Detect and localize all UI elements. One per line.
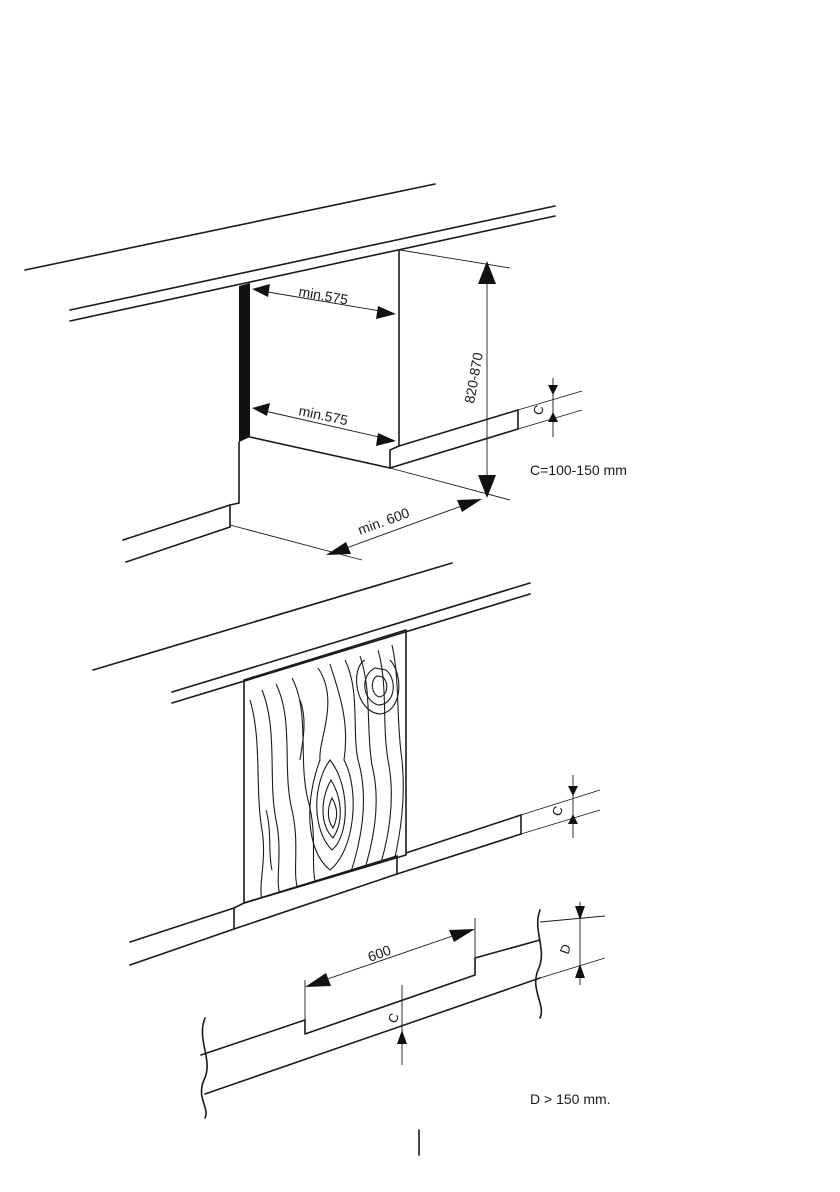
left-cabinet-bottom (230, 503, 239, 505)
dim-depth-arrow-right (457, 499, 482, 512)
ext-line-height-top (400, 250, 510, 268)
plinth2-right-upper (406, 815, 521, 853)
dim-depth-arrow-left (326, 542, 351, 555)
plinth-right-upper (399, 410, 518, 446)
label-d-formula: D > 150 mm. (530, 1091, 611, 1107)
label-c-top: C (530, 403, 547, 417)
label-d: D (557, 942, 574, 956)
dim-width-bottom-arrow-left (252, 403, 270, 416)
door-panel-diagram: C (93, 563, 600, 965)
dim-width-top-arrow-left (252, 284, 270, 297)
break-line-left (201, 1018, 207, 1118)
plinth-cutout-diagram: 600 C D D > 150 mm. (201, 902, 611, 1118)
ext-line-c-upper (518, 391, 582, 410)
ext-line-depth-left (230, 525, 362, 560)
label-600: 600 (366, 942, 394, 965)
worktop-front-edge-lower (70, 216, 555, 321)
plinth2-mid-top (234, 903, 244, 908)
dim-height-arrow-top (478, 261, 496, 284)
left-cabinet-panel (239, 283, 250, 442)
dim-c-top-arrow-down (548, 412, 558, 422)
dim-width-bottom-arrow-right (376, 433, 396, 446)
plinth2-left-upper (130, 908, 234, 942)
plinth-left-upper (123, 505, 230, 540)
dim-d-arrow-down (575, 964, 585, 978)
plinth-left-lower (126, 527, 230, 562)
dim-c-bottom-arrow (397, 1030, 407, 1044)
label-depth: min. 600 (356, 504, 412, 537)
dim-width-top-arrow-right (376, 306, 396, 319)
ext3-d-upper (540, 916, 605, 922)
label-width-top: min.575 (297, 283, 349, 307)
plinth2-right-lower (397, 834, 521, 874)
recess-floor (250, 437, 390, 468)
dim-600-arrow-left (305, 973, 331, 987)
plinth2-left-lower (130, 929, 234, 965)
dim-600-arrow-right (449, 929, 475, 942)
ext3-d-lower (540, 958, 605, 978)
label-c-mid: C (549, 804, 566, 818)
dim-height-arrow-bottom (478, 475, 496, 498)
worktop2-back-edge (93, 563, 452, 670)
label-c-bottom: C (385, 1011, 402, 1025)
recess-diagram: min.575 min.575 820-870 min. 600 C C=100… (25, 184, 627, 562)
dim-c-top-arrow-up (548, 385, 558, 395)
worktop2-front-lower (172, 594, 530, 703)
plinth-right-lower (390, 429, 518, 468)
label-c-formula: C=100-150 mm (530, 462, 627, 478)
break-line-right (536, 910, 542, 1018)
recess-floor-right (390, 446, 399, 450)
plinth2-mid-top-edge (244, 856, 397, 903)
dim-c-mid-arrow-up (568, 786, 578, 796)
label-height: 820-870 (461, 351, 486, 405)
worktop-back-edge (25, 184, 435, 270)
